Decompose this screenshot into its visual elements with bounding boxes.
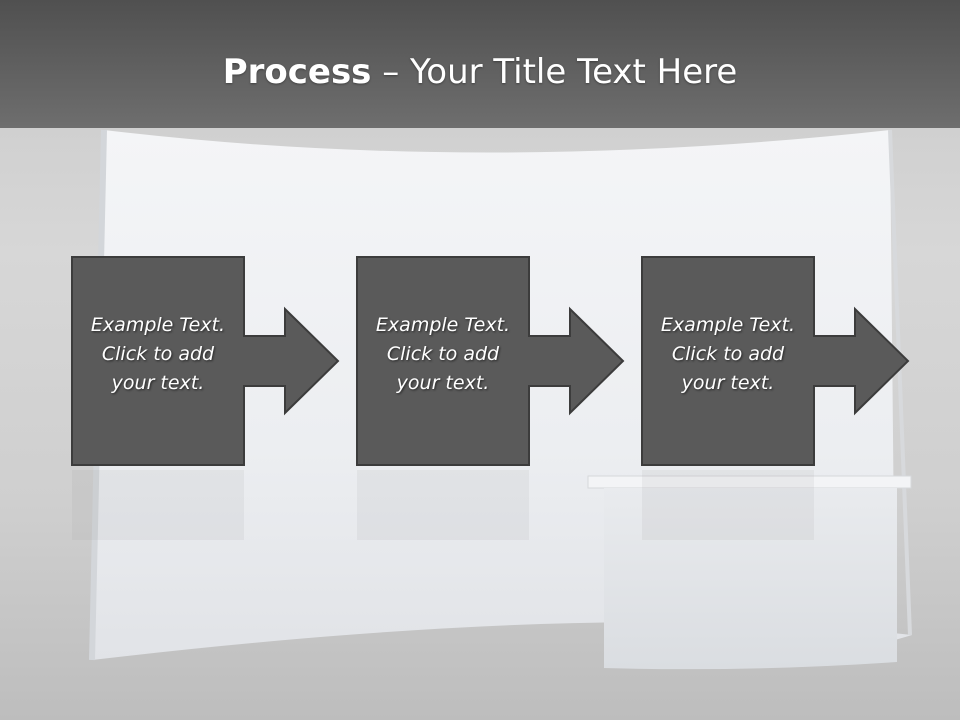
step-3-text[interactable]: Example Text. Click to add your text.	[642, 311, 814, 398]
title-bold: Process	[222, 52, 372, 92]
step-3-line-3: your text.	[681, 372, 775, 394]
step-3-line-1: Example Text.	[660, 314, 796, 336]
step-2-line-3: your text.	[396, 372, 490, 394]
process-step-2[interactable]	[356, 256, 625, 466]
step-3-arrow-shape	[641, 256, 910, 466]
step-2-arrow-shape	[356, 256, 625, 466]
title-rest: – Your Title Text Here	[371, 52, 738, 92]
process-step-1[interactable]	[71, 256, 340, 466]
desk-front	[604, 488, 897, 670]
step-1-arrow-shape	[71, 256, 340, 466]
slide-title[interactable]: Process – Your Title Text Here	[0, 52, 960, 92]
step-1-line-2: Click to add	[101, 343, 215, 365]
process-step-3[interactable]	[641, 256, 910, 466]
step-2-text[interactable]: Example Text. Click to add your text.	[357, 311, 529, 398]
step-2-line-2: Click to add	[386, 343, 500, 365]
step-1-line-3: your text.	[111, 372, 205, 394]
title-bar	[0, 0, 960, 128]
step-3-line-2: Click to add	[671, 343, 785, 365]
step-1-line-1: Example Text.	[90, 314, 226, 336]
step-2-line-1: Example Text.	[375, 314, 511, 336]
step-1-text[interactable]: Example Text. Click to add your text.	[72, 311, 244, 398]
